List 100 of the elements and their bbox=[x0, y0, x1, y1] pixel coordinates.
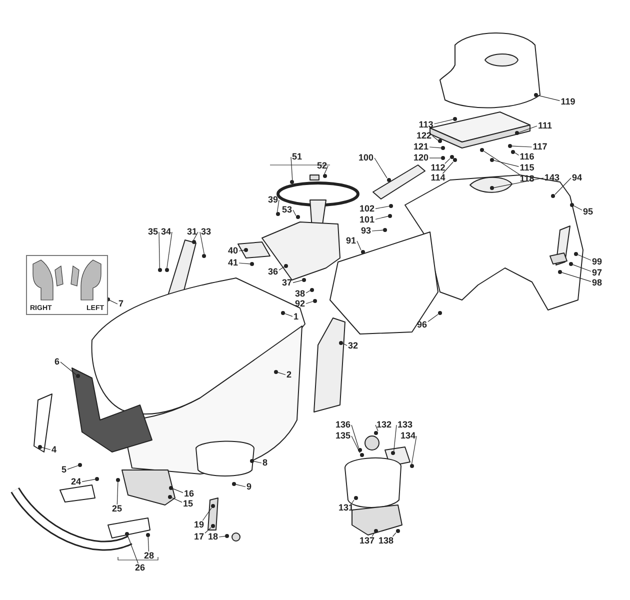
leader-line bbox=[392, 532, 396, 537]
leader-line bbox=[372, 532, 374, 537]
leader-line bbox=[60, 362, 76, 375]
leader-line bbox=[238, 262, 250, 264]
callout-number: 53 bbox=[281, 206, 293, 214]
callout-number: 52 bbox=[316, 162, 328, 170]
leader-dot bbox=[202, 254, 206, 258]
leader-line bbox=[372, 230, 384, 232]
callout-number: 36 bbox=[267, 268, 279, 276]
callout-number: 97 bbox=[591, 268, 603, 278]
leader-line bbox=[278, 266, 284, 270]
leader-line bbox=[518, 126, 538, 133]
callout-number: 2 bbox=[286, 370, 292, 380]
leader-dot bbox=[438, 311, 442, 315]
leader-dot bbox=[313, 299, 317, 303]
leader-line bbox=[442, 162, 454, 174]
callout-number: 136 bbox=[334, 420, 352, 430]
callout-number: 99 bbox=[591, 258, 603, 266]
leader-dot bbox=[323, 174, 327, 178]
leader-line bbox=[432, 136, 438, 141]
leader-dot bbox=[358, 448, 362, 452]
leader-dot bbox=[276, 212, 280, 216]
leader-dot bbox=[515, 131, 519, 135]
leader-line bbox=[204, 527, 212, 534]
leader-line bbox=[356, 240, 362, 250]
callout-number: 41 bbox=[227, 258, 239, 268]
leader-dot bbox=[574, 252, 578, 256]
callout-number: 115 bbox=[518, 164, 536, 172]
callout-number: 96 bbox=[416, 320, 428, 330]
callout-number: 94 bbox=[571, 174, 583, 182]
leader-dot bbox=[441, 156, 445, 160]
callout-number: 93 bbox=[360, 226, 372, 236]
leader-line bbox=[284, 313, 293, 317]
callout-number: 15 bbox=[182, 500, 194, 508]
decal-inset-panel bbox=[26, 255, 108, 315]
callout-number: 120 bbox=[412, 154, 430, 162]
callout-number: 114 bbox=[430, 174, 446, 182]
leader-dot bbox=[284, 264, 288, 268]
callout-number: 37 bbox=[281, 278, 293, 288]
leader-line bbox=[394, 424, 397, 452]
leader-line bbox=[193, 232, 198, 240]
callout-number: 16 bbox=[183, 490, 195, 498]
callout-number: 137 bbox=[358, 536, 376, 546]
leader-dot bbox=[250, 459, 254, 463]
leader-dot bbox=[78, 463, 82, 467]
leader-dot bbox=[38, 445, 42, 449]
callout-number: 113 bbox=[418, 120, 434, 130]
leader-dot bbox=[396, 529, 400, 533]
leader-dot bbox=[354, 496, 358, 500]
callout-number: 18 bbox=[207, 532, 219, 542]
leader-dot bbox=[168, 495, 172, 499]
leader-line bbox=[238, 250, 244, 252]
leader-dot bbox=[76, 374, 80, 378]
leader-dot bbox=[192, 240, 196, 244]
leader-line bbox=[494, 160, 520, 167]
leader-line bbox=[411, 436, 417, 464]
leader-line bbox=[276, 200, 280, 212]
leader-line bbox=[127, 536, 138, 564]
leader-dot bbox=[165, 268, 169, 272]
leader-dot bbox=[570, 203, 574, 207]
callout-number: 51 bbox=[291, 152, 303, 162]
leader-line bbox=[484, 150, 520, 175]
callout-number: 28 bbox=[143, 552, 155, 560]
callout-number: 111 bbox=[536, 122, 554, 130]
leader-line bbox=[292, 210, 296, 216]
leader-dot bbox=[225, 534, 229, 538]
leader-dot bbox=[360, 453, 364, 457]
callout-number: 31 bbox=[186, 228, 198, 236]
callout-number: 91 bbox=[345, 236, 357, 246]
leader-dot bbox=[250, 262, 254, 266]
leader-line bbox=[67, 465, 78, 470]
callout-number: 95 bbox=[582, 208, 594, 216]
callout-number: 100 bbox=[357, 154, 375, 162]
leader-dot bbox=[569, 262, 573, 266]
leader-dot bbox=[281, 311, 285, 315]
callout-number: 135 bbox=[334, 432, 352, 440]
leader-line bbox=[292, 280, 302, 283]
callout-number: 102 bbox=[358, 204, 376, 214]
leader-line bbox=[290, 156, 293, 180]
leader-dot bbox=[290, 180, 294, 184]
leader-line bbox=[166, 232, 172, 268]
leader-dot bbox=[374, 431, 378, 435]
leader-line bbox=[158, 232, 160, 268]
leader-line bbox=[148, 536, 150, 552]
leader-dot bbox=[438, 139, 442, 143]
callout-number: 6 bbox=[54, 358, 60, 366]
leader-dot bbox=[361, 250, 365, 254]
leader-dot bbox=[169, 486, 173, 490]
callout-number: 133 bbox=[396, 420, 414, 430]
callout-number: 117 bbox=[532, 142, 548, 152]
callout-number: 38 bbox=[294, 290, 306, 298]
leader-dot bbox=[534, 93, 538, 97]
leader-line bbox=[351, 436, 360, 454]
leader-line bbox=[342, 343, 348, 346]
leader-dot bbox=[441, 146, 445, 150]
leader-line bbox=[538, 95, 560, 101]
leader-dot bbox=[453, 158, 457, 162]
leader-dot bbox=[274, 370, 278, 374]
leader-dot bbox=[450, 155, 454, 159]
leader-line bbox=[200, 232, 204, 254]
